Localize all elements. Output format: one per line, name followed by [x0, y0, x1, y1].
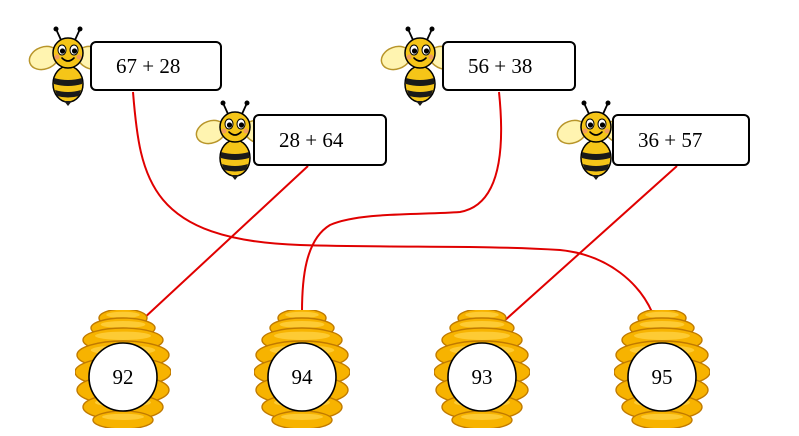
expression-text: 28 + 64: [279, 127, 344, 152]
expression-text: 36 + 57: [638, 127, 703, 152]
beehive-icon: [254, 310, 350, 428]
connector-line-56-38-to-94: [301, 91, 503, 313]
expression-text: 56 + 38: [468, 53, 533, 78]
hive-value: 93: [471, 364, 493, 389]
hive-1[interactable]: 92: [75, 310, 171, 428]
bee-card-4[interactable]: 36 + 57: [556, 100, 752, 180]
expression-box[interactable]: 28 + 64: [253, 114, 387, 166]
beehive-icon: [75, 310, 171, 428]
hive-value: 92: [112, 364, 134, 389]
hive-2[interactable]: 94: [254, 310, 350, 428]
bee-card-3[interactable]: 56 + 38: [380, 26, 576, 106]
connector-line-67-28-to-95: [132, 91, 653, 313]
bee-icon: [28, 26, 108, 106]
bee-card-2[interactable]: 28 + 64: [195, 100, 391, 180]
beehive-icon: [434, 310, 530, 428]
hive-value: 95: [651, 364, 673, 389]
expression-text: 67 + 28: [116, 53, 181, 78]
expression-box[interactable]: 36 + 57: [612, 114, 750, 166]
hive-value: 94: [291, 364, 313, 389]
bee-card-1[interactable]: 67 + 28: [28, 26, 224, 106]
connector-line-28-64-to-92: [141, 165, 309, 321]
connector-line-36-57-to-93: [502, 165, 678, 323]
bee-icon: [556, 100, 636, 180]
hive-3[interactable]: 93: [434, 310, 530, 428]
hive-4[interactable]: 95: [614, 310, 710, 428]
expression-box[interactable]: 67 + 28: [90, 41, 222, 91]
bee-icon: [195, 100, 275, 180]
beehive-icon: [614, 310, 710, 428]
expression-box[interactable]: 56 + 38: [442, 41, 576, 91]
